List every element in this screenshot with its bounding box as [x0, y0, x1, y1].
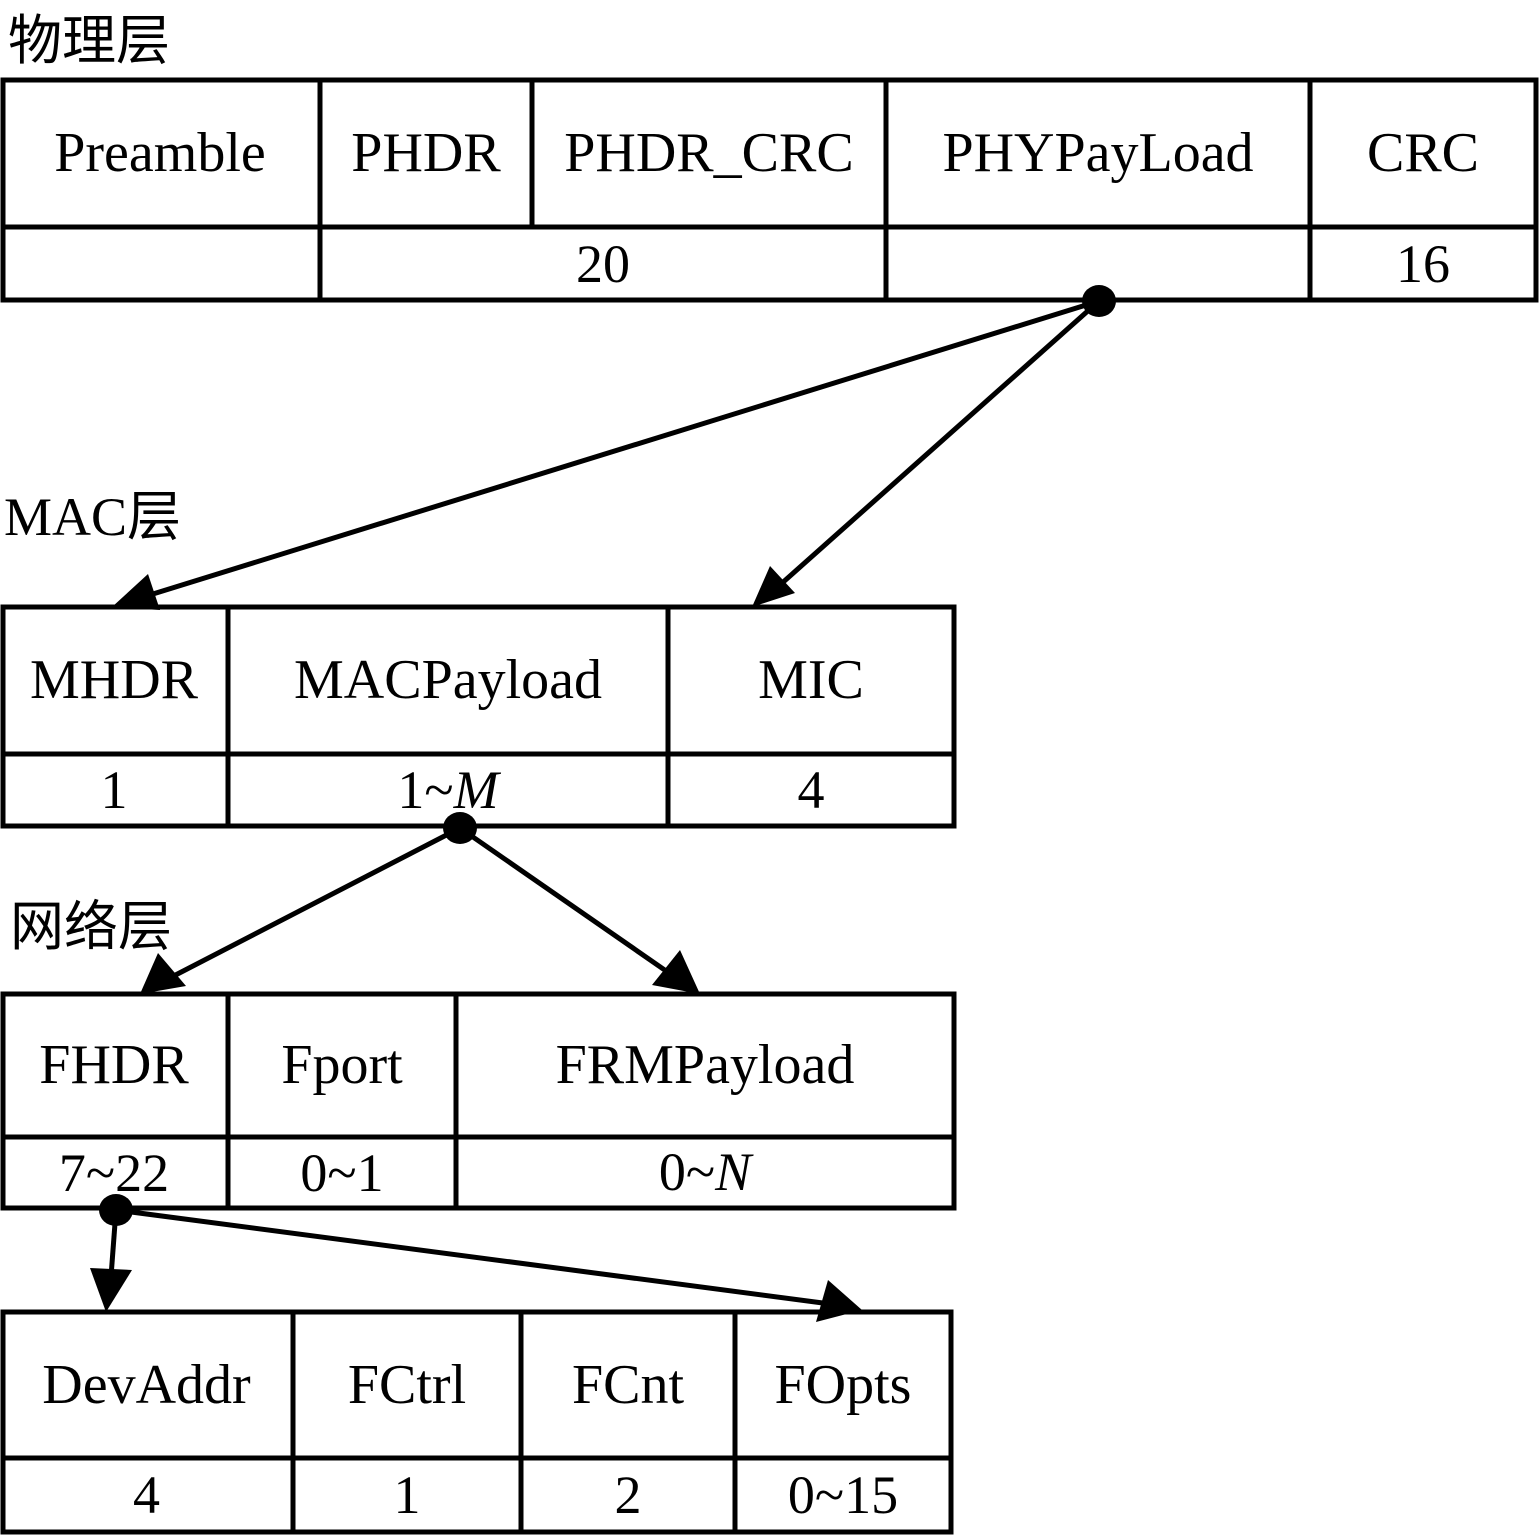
field-preamble: Preamble [54, 122, 266, 184]
field-devaddr: DevAddr [42, 1354, 251, 1416]
size-macpayload-prefix: 1~ [397, 760, 454, 820]
mac-table-grid [0, 604, 957, 829]
size-fport: 0~1 [300, 1143, 384, 1203]
arrow-to-frmpayload [458, 825, 684, 985]
field-fopts: FOpts [774, 1354, 912, 1416]
field-macpayload: MACPayload [294, 649, 602, 711]
arrow-to-mhdr [139, 298, 1100, 601]
field-crc: CRC [1366, 122, 1480, 184]
field-mic: MIC [758, 649, 864, 711]
size-mhdr: 1 [100, 760, 128, 820]
arrow-to-fopts [115, 1207, 839, 1308]
network-table-grid [0, 991, 957, 1211]
arrowhead-mhdr [112, 574, 160, 610]
mac-layer-label: MAC层 [4, 487, 182, 547]
field-phypayload: PHYPayLoad [942, 122, 1254, 184]
network-layer-label: 网络层 [10, 897, 172, 957]
size-fctrl: 1 [393, 1465, 421, 1525]
field-fhdr: FHDR [39, 1034, 189, 1096]
arrowhead-frmpayload [652, 950, 700, 994]
arrow-to-fhdr [160, 825, 462, 985]
size-devaddr: 4 [133, 1465, 160, 1525]
field-fport: Fport [281, 1034, 403, 1096]
size-macpayload: 1~M [228, 754, 668, 826]
size-fopts: 0~15 [787, 1465, 899, 1525]
physical-table-grid [0, 77, 1539, 303]
physical-layer-label: 物理层 [8, 11, 170, 71]
size-frmpayload: 0~N [456, 1136, 954, 1208]
size-mic: 4 [797, 760, 825, 820]
fhdr-table-grid [0, 1309, 954, 1535]
arrowhead-devaddr [90, 1268, 132, 1312]
size-phdr-group: 20 [576, 234, 630, 294]
field-fcnt: FCnt [571, 1354, 685, 1416]
size-frmpayload-prefix: 0~ [658, 1142, 716, 1202]
field-fctrl: FCtrl [347, 1354, 467, 1416]
field-phdr-crc: PHDR_CRC [564, 122, 854, 184]
size-macpayload-var: M [453, 760, 499, 820]
size-fcnt: 2 [614, 1465, 642, 1525]
field-phdr: PHDR [351, 122, 501, 184]
size-frmpayload-var: N [715, 1142, 752, 1202]
size-crc: 16 [1396, 234, 1450, 294]
arrowhead-fhdr [140, 953, 186, 994]
field-mhdr: MHDR [29, 649, 199, 711]
field-frmpayload: FRMPayload [555, 1034, 855, 1096]
arrowhead-fopts [816, 1280, 862, 1322]
arrow-to-mic [770, 299, 1101, 594]
size-fhdr: 7~22 [58, 1143, 170, 1203]
arrowhead-mic [752, 566, 795, 607]
